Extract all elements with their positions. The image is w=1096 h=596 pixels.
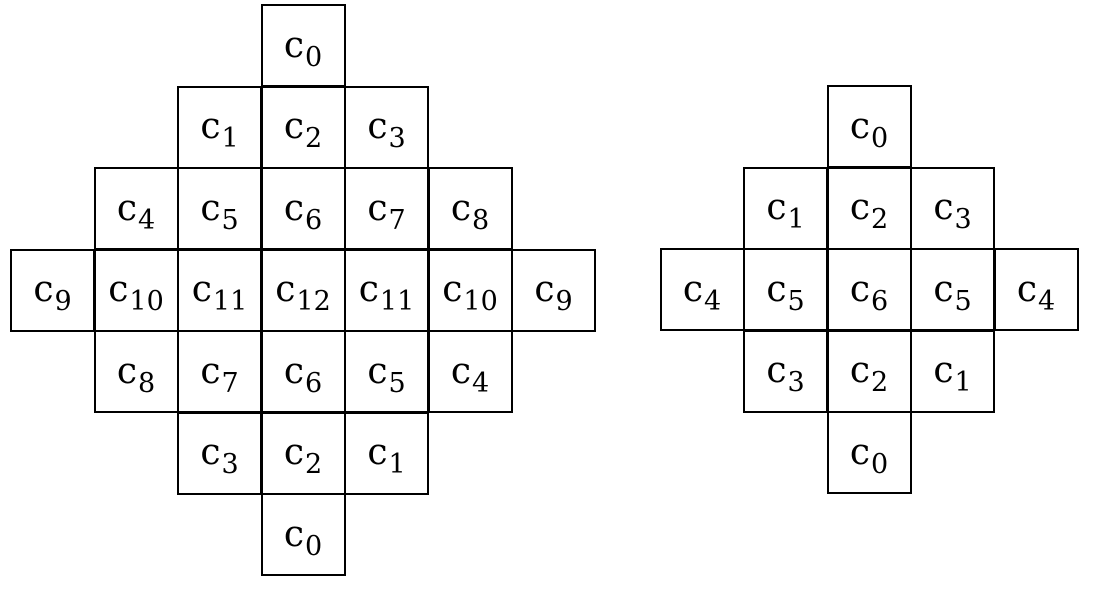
coefficient-cell: c11 <box>177 248 262 332</box>
coefficient-label: c1 <box>766 187 805 235</box>
coefficient-cell: c4 <box>93 167 179 250</box>
coefficient-label: c6 <box>849 268 889 317</box>
coefficient-cell: c3 <box>344 85 429 169</box>
coefficient-cell: c2 <box>826 329 912 413</box>
coefficient-cell: c1 <box>743 166 828 250</box>
coefficient-cell: c7 <box>177 330 262 413</box>
coefficient-label: c7 <box>367 187 406 236</box>
coefficient-label: c5 <box>766 268 805 317</box>
coefficient-cell: c12 <box>260 248 346 332</box>
coefficient-cell: c9 <box>10 248 95 332</box>
coefficient-label: c4 <box>682 268 722 317</box>
coefficient-cell: c0 <box>260 493 346 576</box>
coefficient-cell: c3 <box>177 411 262 495</box>
coefficient-label: c9 <box>534 269 573 317</box>
coefficient-label: c3 <box>933 187 972 235</box>
coefficient-label: c2 <box>283 432 323 480</box>
coefficient-label: c5 <box>367 350 406 399</box>
coefficient-cell: c1 <box>344 411 429 495</box>
coefficient-cell: c9 <box>511 248 596 332</box>
coefficient-label: c0 <box>283 513 323 562</box>
coefficient-label: c3 <box>200 432 239 480</box>
coefficient-label: c0 <box>283 24 323 73</box>
coefficient-label: c10 <box>442 269 498 317</box>
coefficient-cell: c1 <box>910 329 995 413</box>
coefficient-cell: c6 <box>260 167 346 250</box>
coefficient-cell: c3 <box>743 329 828 413</box>
coefficient-label: c2 <box>283 106 323 154</box>
coefficient-label: c10 <box>108 269 164 317</box>
coefficient-label: c11 <box>191 269 248 317</box>
coefficient-label: c8 <box>116 350 156 399</box>
coefficient-cell: c3 <box>910 166 995 250</box>
coefficient-cell: c2 <box>826 166 912 250</box>
coefficient-cell: c0 <box>260 4 346 87</box>
coefficient-label: c8 <box>450 187 490 236</box>
coefficient-cell: c4 <box>427 330 513 413</box>
coefficient-cell: c2 <box>260 411 346 495</box>
coefficient-label: c4 <box>450 350 490 399</box>
coefficient-label: c4 <box>116 187 156 236</box>
coefficient-label: c5 <box>933 268 972 317</box>
coefficient-label: c4 <box>1016 268 1056 317</box>
coefficient-cell: c0 <box>826 85 912 168</box>
coefficient-cell: c8 <box>93 330 179 413</box>
coefficient-label: c1 <box>933 350 972 398</box>
coefficient-label: c1 <box>200 106 239 154</box>
coefficient-cell: c11 <box>344 248 429 332</box>
coefficient-label: c1 <box>367 432 406 480</box>
coefficient-label: c7 <box>200 350 239 399</box>
coefficient-cell: c5 <box>344 330 429 413</box>
coefficient-cell: c10 <box>427 248 513 332</box>
coefficient-label: c0 <box>849 431 889 480</box>
coefficient-cell: c4 <box>993 248 1079 331</box>
coefficient-cell: c1 <box>177 85 262 169</box>
coefficient-label: c12 <box>275 269 331 317</box>
coefficient-cell: c8 <box>427 167 513 250</box>
coefficient-cell: c5 <box>177 167 262 250</box>
coefficient-label: c11 <box>358 269 415 317</box>
coefficient-cell: c10 <box>93 248 179 332</box>
coefficient-label: c2 <box>849 187 889 235</box>
coefficient-label: c0 <box>849 105 889 154</box>
coefficient-cell: c7 <box>344 167 429 250</box>
coefficient-label: c9 <box>33 269 72 317</box>
coefficient-label: c5 <box>200 187 239 236</box>
coefficient-cell: c6 <box>260 330 346 413</box>
coefficient-cell: c0 <box>826 411 912 494</box>
coefficient-cell: c5 <box>910 248 995 331</box>
coefficient-label: c2 <box>849 350 889 398</box>
coefficient-label: c6 <box>283 187 323 236</box>
coefficient-cell: c4 <box>659 248 745 331</box>
coefficient-label: c3 <box>367 106 406 154</box>
coefficient-cell: c5 <box>743 248 828 331</box>
coefficient-label: c3 <box>766 350 805 398</box>
coefficient-label: c6 <box>283 350 323 399</box>
coefficient-cell: c6 <box>826 248 912 331</box>
coefficient-cell: c2 <box>260 85 346 169</box>
